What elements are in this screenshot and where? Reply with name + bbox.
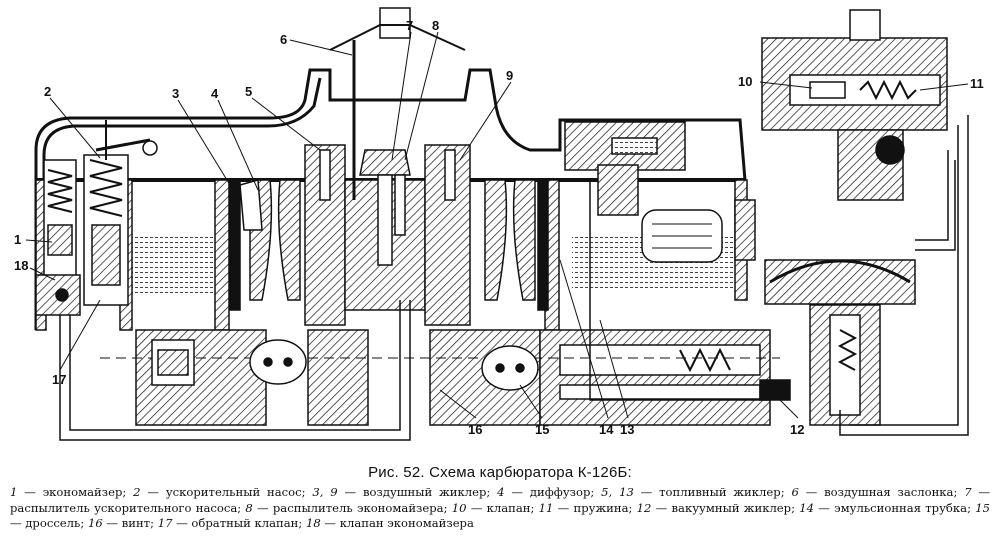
legend-text: ускорительный насос [165, 485, 302, 499]
legend-text: эмульсионная трубка [834, 500, 968, 515]
connecting-tubes [59, 115, 969, 441]
legend-item: 11 — пружина; [538, 500, 637, 515]
legend-num: 17 [157, 516, 173, 530]
legend-text: клапан [486, 500, 531, 515]
legend-num: 12 [636, 500, 652, 515]
legend-item: 14 — эмульсионная трубка; [799, 500, 976, 515]
leader-lines [25, 31, 969, 419]
callout-14: 14 [599, 422, 614, 437]
legend-item: 17 — обратный клапан; [157, 516, 306, 530]
callout-8: 8 [432, 18, 439, 33]
legend-text: дроссель [25, 516, 81, 530]
callout-9: 9 [506, 68, 513, 83]
callout-labels: 1 2 3 4 5 6 7 8 9 10 11 12 13 14 15 16 1… [14, 18, 984, 437]
legend-item: 8 — распылитель экономайзера; [245, 500, 452, 515]
legend-num: 18 [305, 516, 321, 530]
legend-item: 2 — ускорительный насос; [133, 485, 313, 499]
legend-num: 8 [245, 500, 253, 515]
float [564, 121, 756, 263]
callout-13: 13 [620, 422, 634, 437]
legend-item: 3, 9 — воздушный жиклер; [312, 485, 498, 499]
legend-text: топливный жиклер [659, 485, 781, 499]
legend-num: 6 [791, 485, 799, 499]
legend-text: вакуумный жиклер [671, 500, 792, 515]
legend-text: винт [121, 516, 151, 530]
legend-item: 4 — диффузор; [497, 485, 602, 499]
throttle-plate-right [481, 345, 539, 391]
callout-4: 4 [211, 86, 219, 101]
legend-num: 10 [451, 500, 467, 515]
callout-2: 2 [44, 84, 51, 99]
legend-item: 1 — экономайзер; [10, 485, 134, 499]
callout-1: 1 [14, 232, 21, 247]
legend-num: 1 [10, 485, 18, 499]
legend-text: диффузор [529, 485, 591, 499]
legend-num: 16 [87, 516, 103, 530]
legend-text: пружина [573, 500, 629, 515]
legend-item: 12 — вакуумный жиклер; [636, 500, 800, 515]
legend-num: 14 [799, 500, 815, 515]
figure-title: Рис. 52. Схема карбюратора К-126Б: [368, 464, 632, 481]
legend-num: 5, 13 [601, 485, 634, 499]
legend-num: 11 [538, 500, 554, 515]
economizer [35, 159, 81, 316]
legend-text: клапан экономайзера [339, 516, 474, 530]
legend-num: 2 [133, 485, 141, 499]
figure-caption: Рис. 52. Схема карбюратора К-126Б: 1 — э… [0, 464, 1000, 532]
legend-text: обратный клапан [191, 516, 299, 530]
callout-15: 15 [535, 422, 549, 437]
legend-text: воздушный жиклер [362, 485, 487, 499]
figure-legend: 1 — экономайзер; 2 — ускорительный насос… [10, 485, 990, 532]
legend-num: 15 [975, 500, 990, 515]
callout-16: 16 [468, 422, 482, 437]
legend-item: 5, 13 — топливный жиклер; [601, 485, 792, 499]
left-barrel [229, 144, 346, 326]
callout-10: 10 [738, 74, 752, 89]
fuel-left [130, 235, 218, 297]
legend-item: 15 — дроссель; [10, 500, 990, 531]
callout-6: 6 [280, 32, 287, 47]
accelerator-pump [83, 120, 158, 306]
legend-item: 6 — воздушная заслонка; [791, 485, 965, 499]
legend-item: 16 — винт; [87, 516, 158, 530]
callout-7: 7 [406, 18, 413, 33]
legend-num: 7 [964, 485, 972, 499]
legend-item: 10 — клапан; [451, 500, 539, 515]
center-section [329, 7, 466, 311]
legend-text: воздушная заслонка [824, 485, 954, 499]
right-barrel [424, 144, 549, 326]
callout-3: 3 [172, 86, 179, 101]
callout-5: 5 [245, 84, 252, 99]
governor-sensor [761, 9, 948, 201]
legend-item: 18 — клапан экономайзера [305, 516, 474, 530]
throttle-plate-left [249, 339, 307, 385]
legend-text: распылитель экономайзера [272, 500, 444, 515]
vacuum-diaphragm [764, 259, 916, 426]
throttle-body [100, 329, 791, 426]
legend-item: 7 — распылитель ускорительного насоса; [10, 485, 991, 515]
legend-num: 4 [497, 485, 505, 499]
callout-17: 17 [52, 372, 66, 387]
legend-text: экономайзер [42, 485, 123, 499]
callout-11: 11 [970, 76, 984, 91]
callout-18: 18 [14, 258, 28, 273]
legend-text: распылитель ускорительного насоса [10, 500, 238, 515]
carburetor-diagram: 1 2 3 4 5 6 7 8 9 10 11 12 13 14 15 16 1… [14, 7, 984, 441]
legend-num: 3, 9 [312, 485, 338, 499]
callout-12: 12 [790, 422, 804, 437]
